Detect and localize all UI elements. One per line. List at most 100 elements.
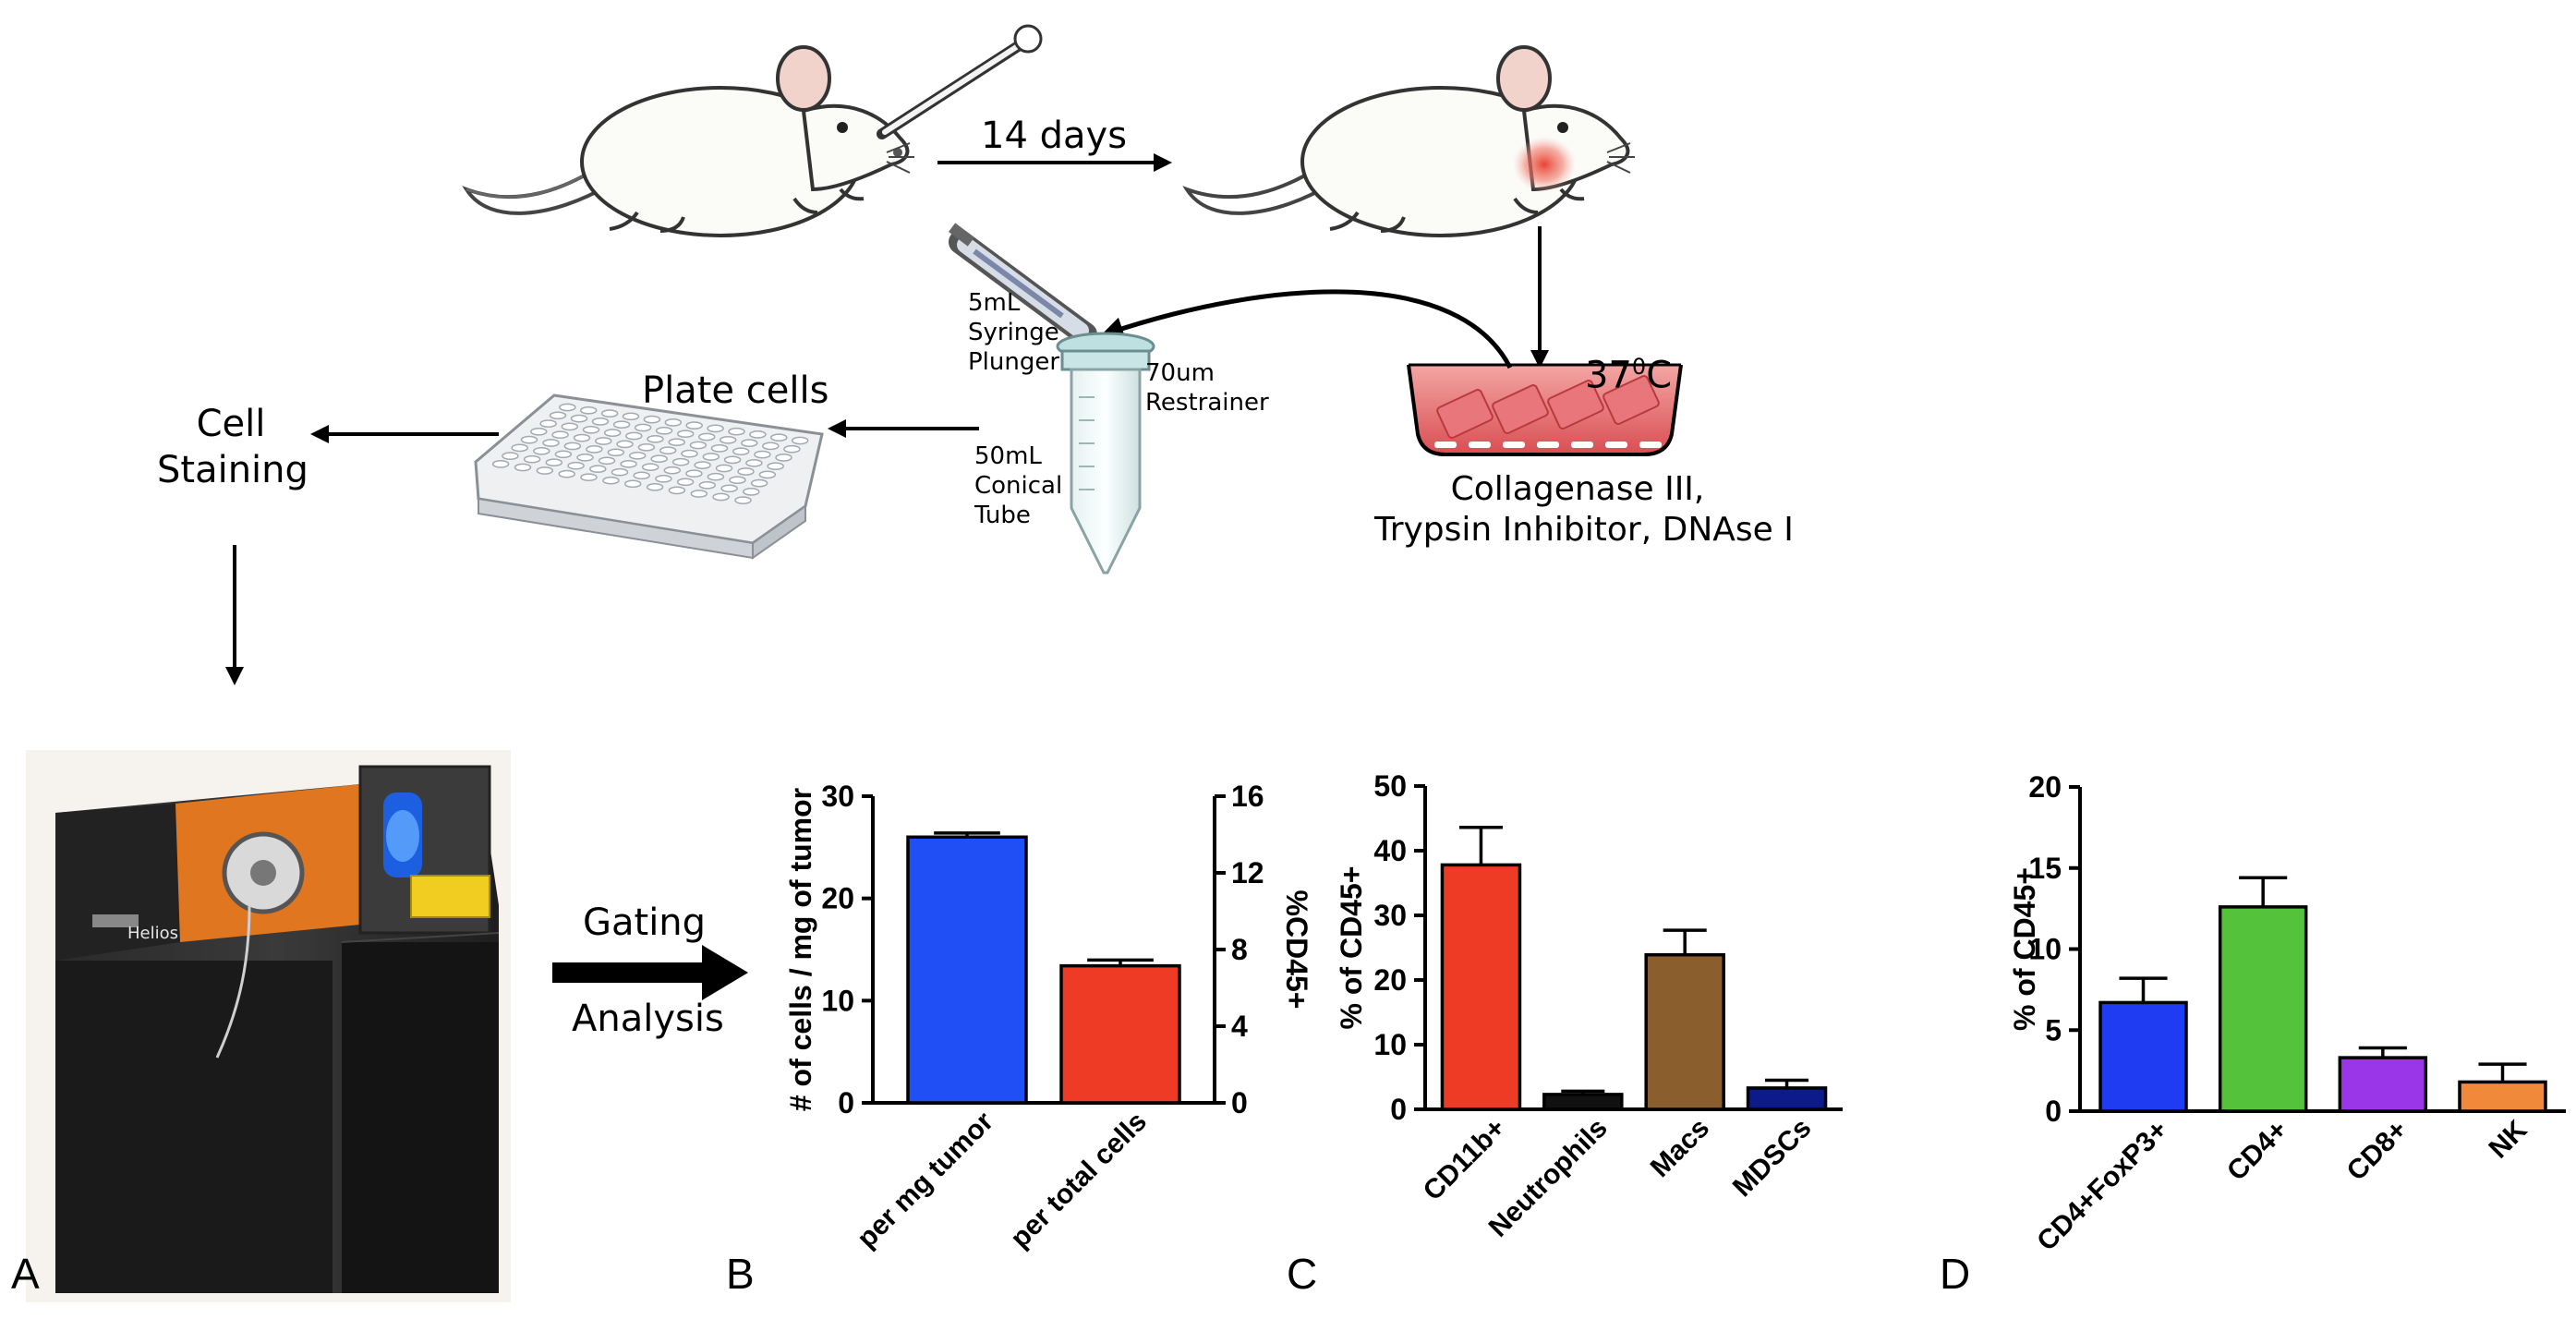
plate-well <box>694 461 711 469</box>
chart-c-y-tick-label: 30 <box>1373 899 1407 932</box>
plate-well <box>707 424 724 433</box>
plate-well <box>598 456 616 466</box>
plate-well <box>586 445 603 454</box>
plate-well <box>570 414 588 423</box>
plate-well <box>591 417 610 426</box>
plate-well <box>502 452 519 460</box>
plate-well <box>625 431 643 441</box>
syringe-label: 5mL Syringe Plunger <box>968 288 1059 377</box>
plate-well <box>589 465 607 474</box>
plate-well <box>646 482 664 491</box>
chart-d-bar <box>2098 1000 2188 1113</box>
plate-well <box>720 484 738 493</box>
plate-well <box>600 409 619 417</box>
chart-c-category-label: Macs <box>1645 1113 1715 1183</box>
chart-c-y-tick-label: 50 <box>1373 769 1407 803</box>
plate-well <box>511 443 528 453</box>
conical-tube-icon <box>1056 332 1155 575</box>
panel-label-a: A <box>11 1250 40 1298</box>
plate-well <box>637 442 656 452</box>
plate-well <box>676 430 695 439</box>
temperature-unit: C <box>1646 354 1673 397</box>
plate-well <box>663 466 682 475</box>
plate-well <box>603 429 622 437</box>
chart-d-y-tick-label: 15 <box>2028 852 2062 885</box>
plate-well <box>580 473 598 482</box>
plate-well <box>707 472 725 481</box>
chart-c-y-tick-label: 20 <box>1373 963 1407 997</box>
syringe-line-3: Plunger <box>968 348 1060 376</box>
chart-b-y-tick-label: 30 <box>821 780 854 813</box>
plate-well <box>520 435 538 444</box>
plate-well <box>729 476 746 485</box>
chart-b-category-label: per total cells <box>1005 1107 1153 1254</box>
strainer-line-2: Restrainer <box>1145 389 1269 417</box>
plate-well <box>671 457 690 466</box>
plate-well <box>616 440 634 449</box>
chart-b-y2-tick-label: 12 <box>1231 856 1264 889</box>
plate-well <box>579 405 598 415</box>
timeline-label: 14 days <box>981 115 1128 157</box>
chart-c-y-tick-label: 0 <box>1390 1093 1407 1126</box>
plate-well <box>611 467 629 477</box>
plate-well <box>628 451 647 460</box>
plate-well <box>734 496 752 504</box>
chart-d-category-label: CD4+FoxP3+ <box>2031 1115 2173 1257</box>
plate-well <box>689 441 707 450</box>
chart-c-ylabel: % of CD45+ <box>1335 866 1368 1030</box>
chart-d-y-tick-label: 5 <box>2045 1013 2062 1047</box>
panel-label-b: B <box>726 1250 755 1298</box>
plate-well <box>655 426 673 435</box>
plate-well <box>623 479 642 489</box>
panel-label-c: C <box>1287 1250 1318 1298</box>
plate-well <box>576 453 594 462</box>
plate-well <box>533 446 550 455</box>
plate-well <box>762 442 780 451</box>
plate-well <box>545 458 563 467</box>
plate-well <box>754 450 771 459</box>
plate-well <box>634 423 652 432</box>
plate-well <box>542 439 560 447</box>
chart-d-bar <box>2338 1056 2428 1113</box>
plate-well <box>607 448 625 457</box>
plate-well <box>563 442 582 451</box>
chart-c-category-label: CD11b+ <box>1418 1113 1512 1207</box>
plate-well <box>737 467 755 476</box>
plate-well <box>647 434 664 443</box>
plate-well <box>650 454 668 464</box>
gating-label-line-2: Analysis <box>572 998 724 1040</box>
staining-line-2: Staining <box>157 449 308 491</box>
instrument-brand-label: Helios <box>127 924 179 943</box>
chart-b-y2-tick-label: 8 <box>1231 933 1248 966</box>
chart-d-y-tick-label: 10 <box>2028 933 2062 966</box>
temperature-degree: 0 <box>1631 354 1647 380</box>
mouse-injection-illustration <box>462 45 914 237</box>
plate-well <box>710 444 729 453</box>
plate-well <box>620 459 637 468</box>
plate-well <box>561 422 579 431</box>
chart-d-category-label: CD8+ <box>2341 1115 2413 1187</box>
chart-b-y2-tick-label: 4 <box>1231 1010 1248 1043</box>
chart-c-bar <box>1542 1093 1624 1111</box>
plate-well <box>539 419 557 428</box>
chart-d-category-label: NK <box>2483 1114 2533 1164</box>
plate-well <box>775 454 792 462</box>
plate-well <box>549 411 567 420</box>
chart-b-category-label: per mg tumor <box>852 1106 999 1253</box>
chart-b-bar <box>1059 963 1181 1105</box>
chart-d-ylabel: % of CD45+ <box>2008 867 2041 1031</box>
plate-well <box>690 490 708 498</box>
syringe-line-2: Syringe <box>968 319 1059 346</box>
plate-well <box>523 454 541 464</box>
plate-well <box>551 430 569 440</box>
chart-c-bar <box>1644 952 1725 1111</box>
curved-arrow-to-strainer <box>1100 289 1513 369</box>
chart-c-y-tick-label: 40 <box>1373 834 1407 867</box>
plate-well <box>491 460 510 468</box>
digestion-dish-illustration <box>1407 363 1683 456</box>
plate-well <box>612 420 631 430</box>
plate-well <box>655 474 672 483</box>
